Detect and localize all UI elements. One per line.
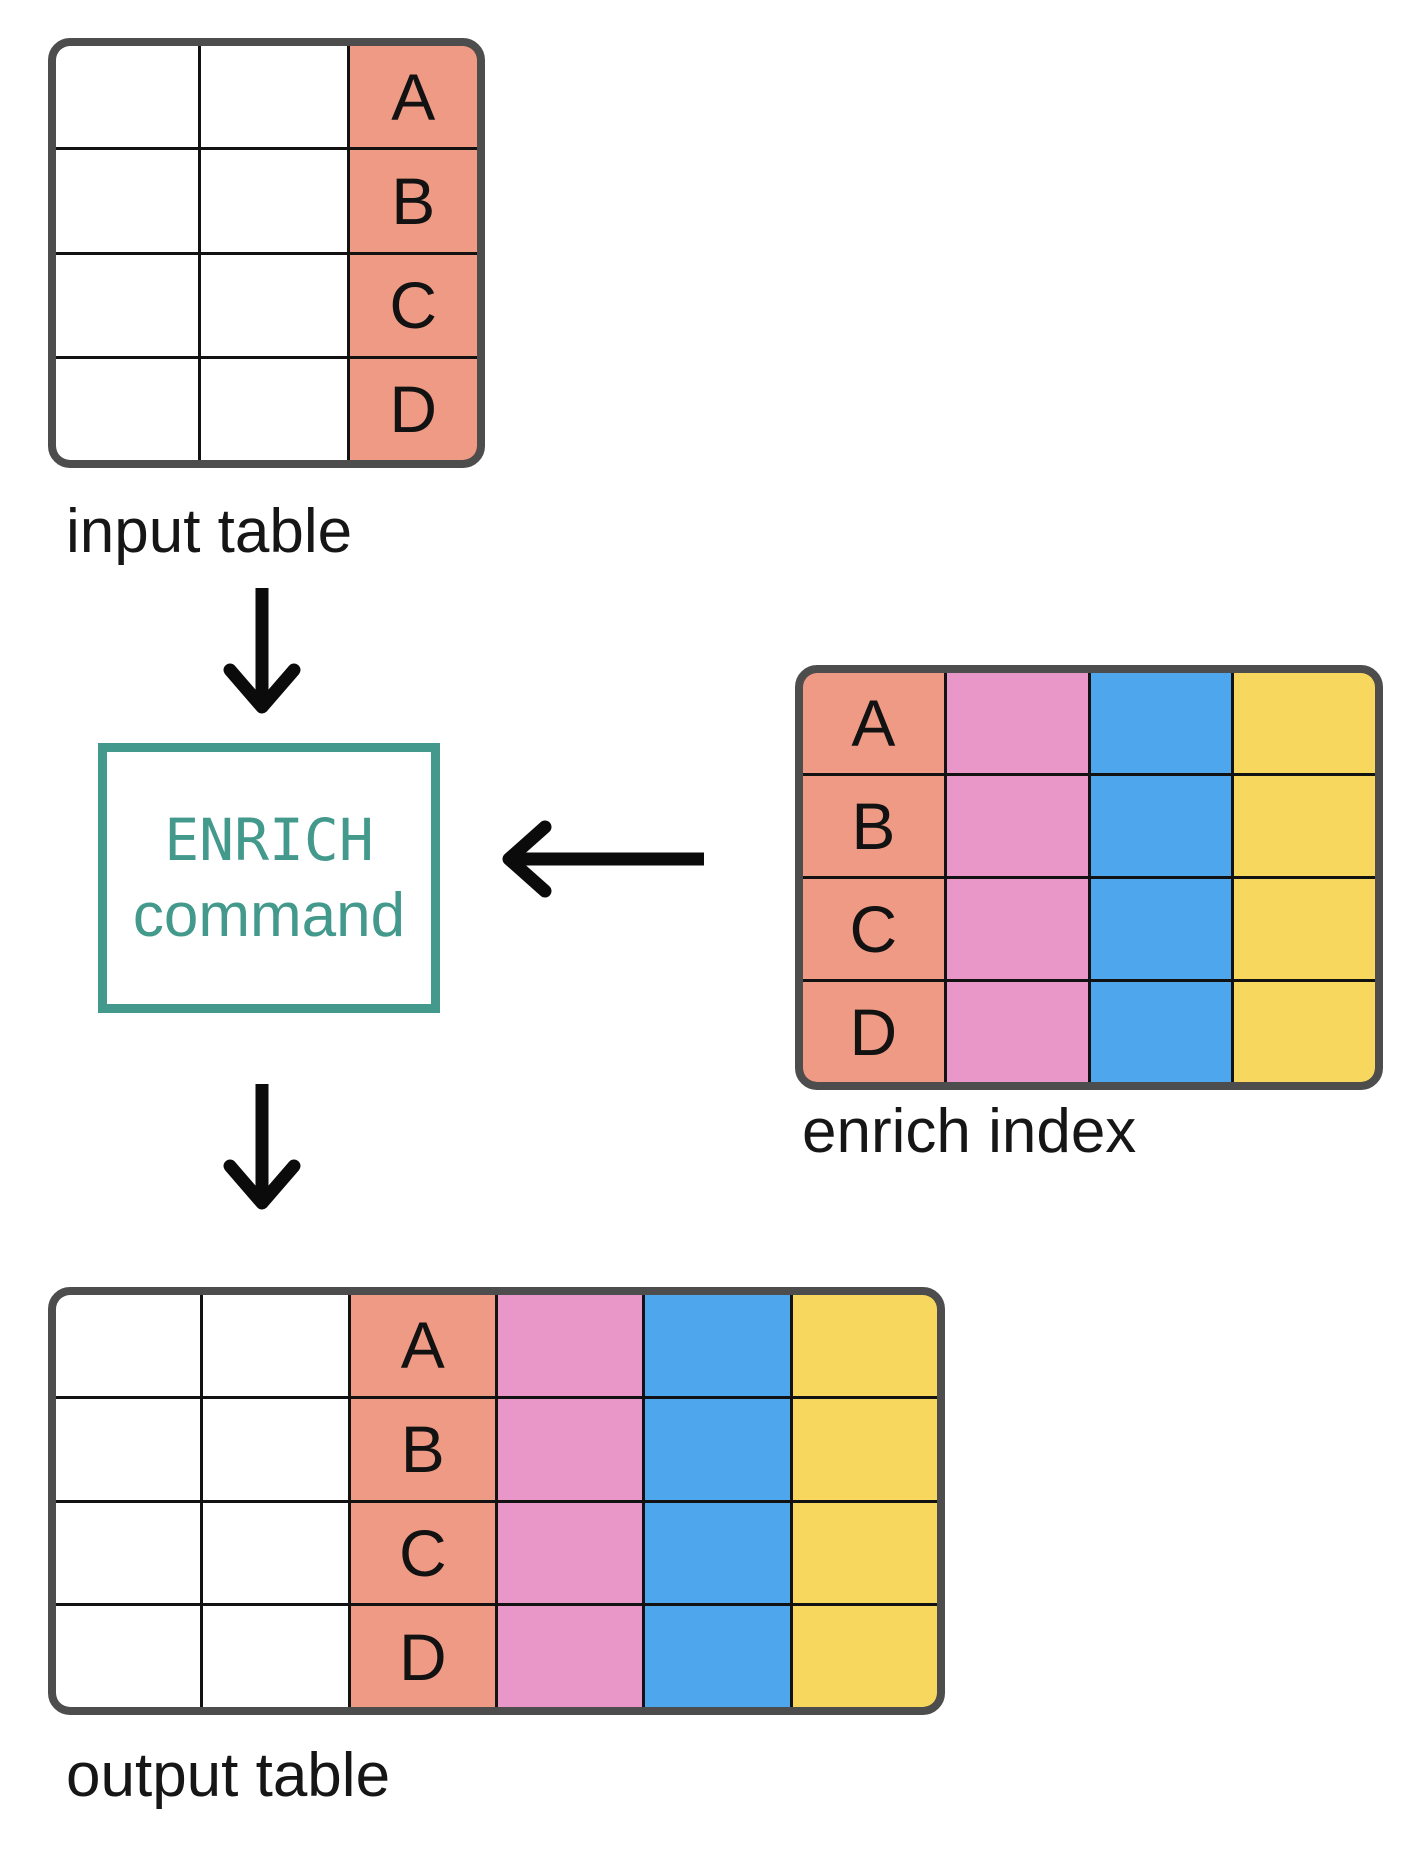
- output-table-label: output table: [66, 1741, 391, 1810]
- key-cell: C: [349, 254, 477, 356]
- table-cell: [56, 254, 199, 356]
- table-cell: [203, 1606, 348, 1707]
- table-cell: [203, 1295, 348, 1396]
- table-cell: [792, 1295, 937, 1396]
- table-cell: [792, 1606, 937, 1707]
- key-cell: D: [350, 1606, 495, 1707]
- table-cell: [792, 1502, 937, 1604]
- table-cell: [946, 673, 1088, 773]
- key-cell: C: [803, 879, 944, 979]
- table-cell: [201, 358, 347, 460]
- enrich-command-word: command: [132, 881, 406, 950]
- key-cell: D: [803, 982, 944, 1082]
- table-cell: [1090, 776, 1232, 876]
- table-cell: [792, 1398, 937, 1500]
- key-cell: A: [349, 46, 477, 148]
- key-cell: A: [803, 673, 944, 773]
- table-cell: [56, 1398, 201, 1500]
- table-cell: [497, 1606, 643, 1707]
- key-cell: B: [803, 776, 944, 876]
- key-cell: B: [349, 150, 477, 252]
- table-cell: [645, 1295, 790, 1396]
- table-cell: [1234, 879, 1375, 979]
- table-cell: [56, 1606, 201, 1707]
- table-cell: [56, 358, 199, 460]
- table-cell: [56, 1502, 201, 1604]
- table-cell: [56, 150, 199, 252]
- table-cell: [1090, 982, 1232, 1082]
- table-cell: [1234, 982, 1375, 1082]
- table-cell: [645, 1502, 790, 1604]
- table-cell: [497, 1295, 643, 1396]
- table-cell: [946, 982, 1088, 1082]
- table-cell: [497, 1398, 643, 1500]
- table-cell: [201, 46, 347, 148]
- table-cell: [645, 1606, 790, 1707]
- key-cell: B: [350, 1398, 495, 1500]
- left-arrow-icon: [502, 820, 704, 898]
- table-cell: [946, 776, 1088, 876]
- table-cell: [56, 46, 199, 148]
- key-cell: D: [349, 358, 477, 460]
- enrich-command-keyword: ENRICH: [164, 806, 374, 874]
- table-cell: [203, 1502, 348, 1604]
- table-cell: [203, 1398, 348, 1500]
- key-cell: C: [350, 1502, 495, 1604]
- down-arrow-icon: [223, 588, 301, 714]
- table-cell: [201, 254, 347, 356]
- table-cell: [497, 1502, 643, 1604]
- table-cell: [201, 150, 347, 252]
- enrich-index-label: enrich index: [802, 1097, 1137, 1166]
- down-arrow-icon: [223, 1084, 301, 1210]
- table-cell: [645, 1398, 790, 1500]
- table-cell: [1090, 879, 1232, 979]
- table-cell: [1090, 673, 1232, 773]
- table-cell: [946, 879, 1088, 979]
- table-cell: [1234, 776, 1375, 876]
- key-cell: A: [350, 1295, 495, 1396]
- input-table-label: input table: [66, 497, 353, 566]
- table-cell: [56, 1295, 201, 1396]
- table-cell: [1234, 673, 1375, 773]
- enrich-command-box: ENRICH command: [98, 743, 440, 1013]
